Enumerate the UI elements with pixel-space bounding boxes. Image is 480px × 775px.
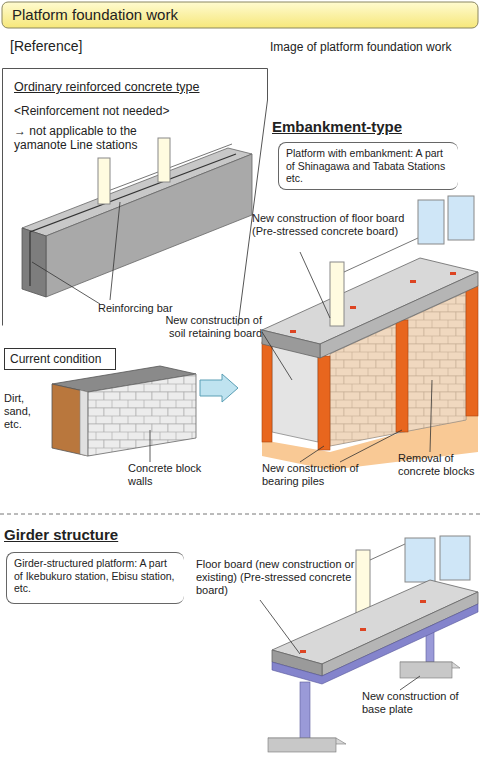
- part-label: New construction of soil retaining board: [150, 314, 262, 340]
- panel-text: Reinforcing bar: [98, 302, 208, 315]
- bearing-pile: [262, 342, 272, 442]
- girder: [272, 604, 478, 684]
- mark: [290, 330, 296, 333]
- train-window: [440, 536, 470, 580]
- leader-line: [260, 600, 300, 654]
- wall-end: [22, 228, 46, 297]
- block-section: [80, 390, 88, 456]
- leader-line: [300, 252, 330, 318]
- mark: [360, 628, 366, 631]
- leader-line: [150, 430, 151, 462]
- soil-retaining-board: [272, 346, 318, 442]
- bearing-pile: [396, 320, 408, 432]
- part-label: Floor board (new construction or existin…: [196, 558, 356, 598]
- leader-line: [110, 202, 120, 300]
- panel-text: <Reinforcement not needed>: [14, 104, 254, 118]
- floor-board-front: [322, 592, 478, 676]
- mark: [420, 600, 426, 603]
- separator: [0, 514, 480, 515]
- part-label: Image of platform foundation work: [270, 40, 478, 54]
- arrow-symbol: [200, 374, 238, 402]
- panel-border: [3, 69, 268, 326]
- train-window: [405, 538, 435, 582]
- fence-panel: [158, 138, 170, 182]
- dirt-section: [52, 384, 88, 456]
- reference-panel: Ordinary reinforced concrete type <Reinfo…: [2, 68, 268, 326]
- note-box: Platform with embankment: A part of Shin…: [278, 142, 458, 190]
- part-label: New construction of base plate: [362, 690, 478, 716]
- leader-line: [300, 446, 324, 462]
- fence-panel: [98, 158, 110, 204]
- train-window: [418, 200, 444, 244]
- fence-rail: [370, 544, 405, 560]
- floor-board-end: [262, 330, 320, 358]
- bearing-pile: [466, 286, 478, 416]
- mark: [450, 272, 456, 275]
- caption-box: Current condition: [4, 348, 116, 370]
- column: [300, 682, 310, 740]
- part-label: New construction of floor board (Pre-str…: [252, 212, 412, 238]
- base-plate: [400, 662, 452, 678]
- part-label: Dirt, sand, etc.: [4, 392, 50, 432]
- leader-line: [262, 332, 292, 380]
- part-label: Removal of concrete blocks: [398, 452, 480, 478]
- leader-line: [340, 430, 402, 462]
- part-label: [Reference]: [10, 38, 130, 55]
- bearing-pile: [318, 356, 330, 450]
- panel-text: → not applicable to the yamanote Line st…: [14, 124, 184, 153]
- part-label: Concrete block walls: [128, 462, 208, 488]
- panel-heading: Ordinary reinforced concrete type: [14, 80, 254, 95]
- note-box: Girder-structured platform: A part of Ik…: [6, 552, 184, 604]
- box-text: Current condition: [10, 352, 110, 366]
- section-heading: Girder structure: [4, 526, 204, 544]
- leader-line: [32, 262, 100, 304]
- mark: [300, 650, 306, 653]
- fence-rail: [344, 238, 418, 272]
- leader-line: [430, 380, 432, 452]
- reinforcing-bar: [30, 154, 236, 286]
- section-heading: Embankment-type: [272, 118, 472, 136]
- title-text: Platform foundation work: [12, 6, 178, 24]
- block-wall: [88, 374, 196, 456]
- fence-panel: [330, 262, 344, 326]
- part-label: New construction of bearing piles: [262, 462, 392, 488]
- leader-line: [400, 676, 420, 690]
- box-text: Girder-structured platform: A part of Ik…: [14, 557, 177, 595]
- mark: [410, 280, 416, 283]
- box-text: Platform with embankment: A part of Shin…: [286, 147, 451, 185]
- mark: [350, 306, 356, 309]
- footing: [268, 738, 336, 752]
- title-band: [2, 2, 478, 28]
- train-window: [448, 196, 474, 240]
